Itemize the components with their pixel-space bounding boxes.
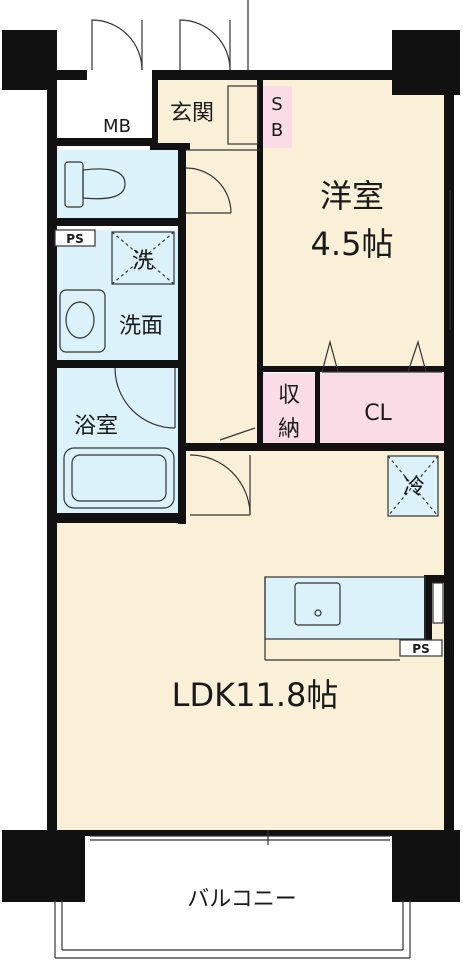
ps-label-kitchen: PS [412, 642, 429, 656]
entrance-label: 玄関 [170, 101, 214, 126]
washroom-label: 洗面 [119, 314, 163, 339]
hall-floor [186, 148, 262, 448]
mb-label: MB [103, 116, 131, 137]
sb-label-top: S [271, 94, 282, 115]
closet-label: CL [364, 401, 392, 426]
sb-floor [262, 86, 292, 148]
western-room-size: 4.5帖 [311, 225, 394, 263]
closet-floor [320, 373, 445, 445]
western-room-floor [262, 78, 445, 368]
sb-label-bottom: B [271, 120, 283, 141]
storage-label-bottom: 納 [278, 417, 300, 442]
bathroom-label: 浴室 [74, 414, 118, 439]
western-room-label: 洋室 [320, 177, 384, 215]
washer-label: 洗 [132, 249, 154, 274]
ps-label-top: PS [66, 232, 83, 246]
ldk-label: LDK11.8帖 [172, 676, 339, 714]
storage-floor [262, 373, 317, 445]
fixtures [54, 0, 451, 959]
balcony-label: バルコニー [187, 887, 297, 912]
walls [2, 30, 460, 902]
entrance-floor [153, 78, 262, 150]
bathroom-floor [55, 368, 183, 513]
storage-label-top: 収 [278, 383, 300, 408]
mb-space [55, 78, 153, 140]
kitchen-counter-fill [265, 577, 425, 639]
toilet-floor [55, 150, 183, 220]
washroom-floor [55, 230, 183, 360]
fridge-label: 冷 [403, 475, 425, 500]
